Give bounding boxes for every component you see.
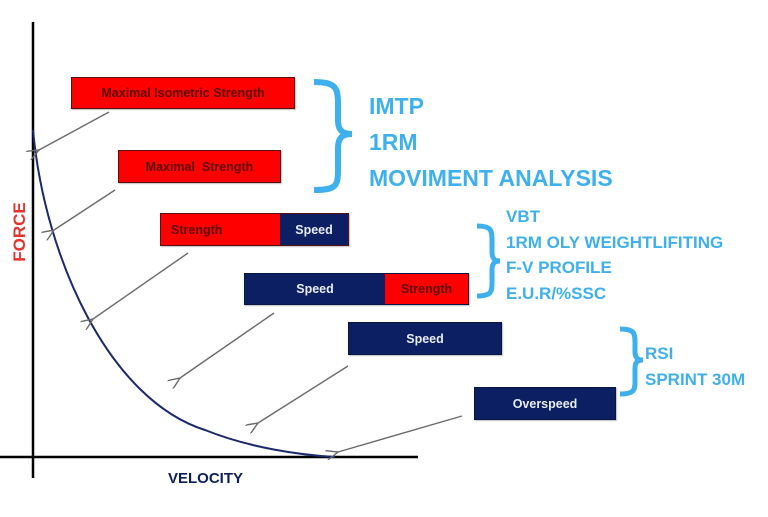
- segment-speed: Speed: [349, 323, 501, 354]
- box-strength-speed: Strength Speed: [160, 213, 349, 246]
- segment-speed: Speed: [280, 214, 348, 245]
- arrow-speed-strength: [180, 312, 275, 378]
- test-item: IMTP: [369, 93, 424, 119]
- test-item: SPRINT 30M: [645, 370, 746, 389]
- arrow-strength-speed: [93, 252, 189, 319]
- box-speed-strength: Speed Strength: [244, 273, 469, 305]
- box-maximal-strength: Maximal Strength: [118, 150, 281, 183]
- brace-group-2: [476, 223, 501, 299]
- segment-speed: Overspeed: [475, 388, 615, 419]
- test-item: VBT: [506, 207, 540, 226]
- box-overspeed: Overspeed: [474, 387, 616, 420]
- box-maximal-isometric-strength: Maximal Isometric Strength: [71, 77, 295, 109]
- test-item: F-V PROFILE: [506, 258, 612, 277]
- arrow-overspeed: [338, 415, 463, 452]
- test-item: MOVIMENT ANALYSIS: [369, 165, 613, 191]
- brace-group-1: [313, 79, 353, 193]
- arrow-speed: [258, 365, 349, 423]
- test-group-1: IMTP 1RM MOVIMENT ANALYSIS: [369, 88, 613, 196]
- test-item: 1RM OLY WEIGHTLIFITING: [506, 232, 724, 252]
- test-group-2: VBT 1RM OLY WEIGHTLIFITING F-V PROFILE E…: [506, 204, 723, 306]
- segment-strength: Maximal Isometric Strength: [72, 78, 294, 108]
- segment-strength: Strength: [385, 274, 468, 304]
- y-axis-label: FORCE: [10, 202, 29, 262]
- box-speed: Speed: [348, 322, 502, 355]
- segment-strength: Strength: [161, 214, 280, 245]
- arrow-maximal-strength: [54, 189, 116, 230]
- test-item: RSI: [645, 344, 674, 363]
- x-axis-label: VELOCITY: [168, 470, 244, 487]
- test-item: 1RM: [369, 129, 418, 155]
- brace-group-3: [619, 326, 644, 397]
- segment-speed: Speed: [245, 274, 385, 304]
- test-item: E.U.R/%SSC: [506, 283, 607, 303]
- arrow-maximal-isometric: [39, 111, 110, 150]
- test-group-3: RSI SPRINT 30M: [645, 341, 745, 393]
- segment-strength: Maximal Strength: [119, 151, 280, 182]
- force-velocity-curve: [32, 129, 336, 458]
